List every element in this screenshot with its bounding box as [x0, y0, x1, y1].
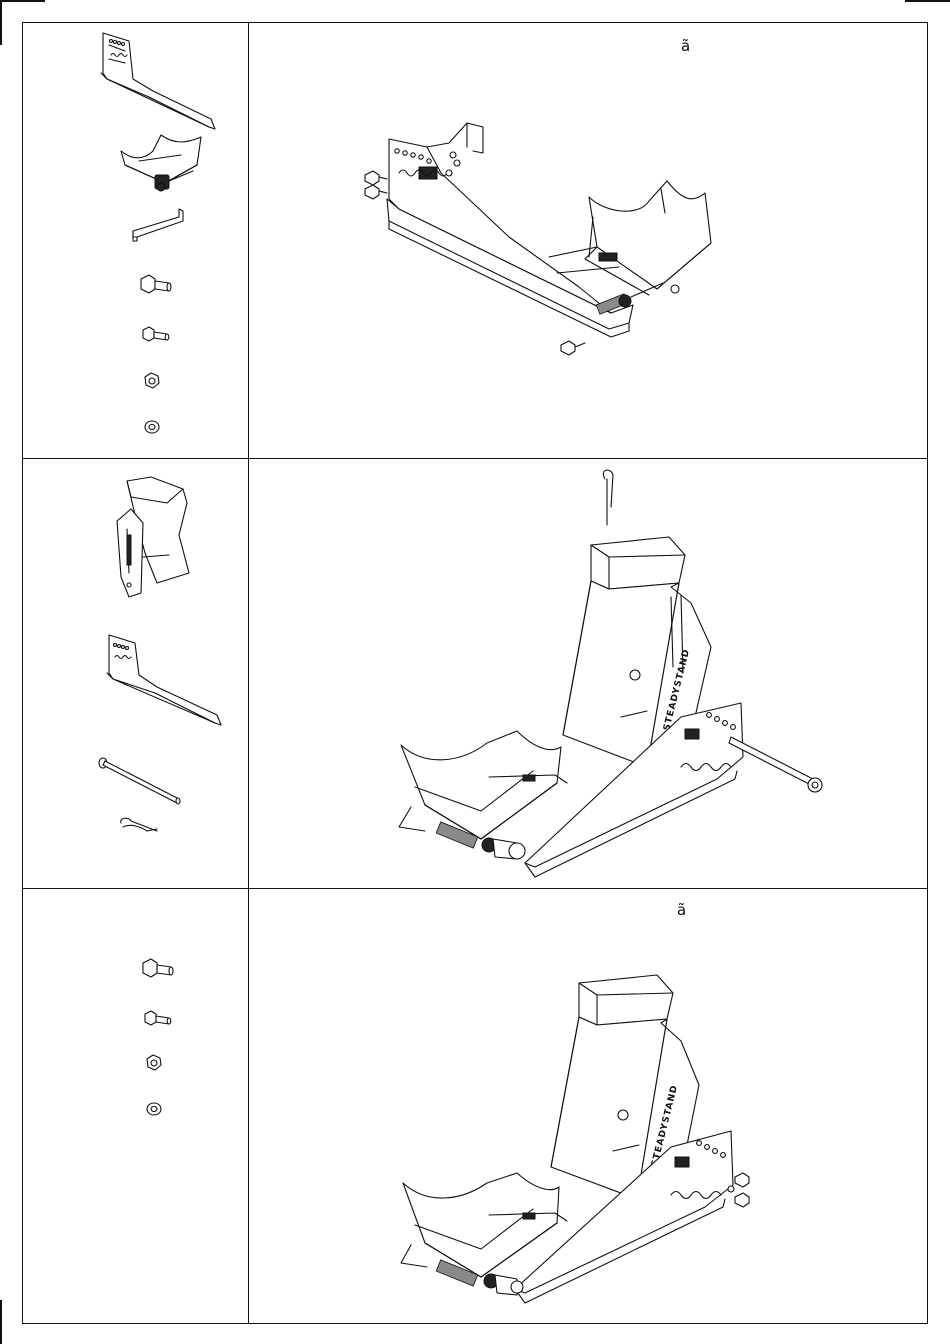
step-2-parts-list [23, 459, 249, 888]
step-1-marker: ã [681, 39, 690, 54]
side-rail-part [101, 631, 231, 731]
step-3-marker: ã [677, 903, 686, 918]
bolt-large-part [137, 273, 173, 299]
step-3-assembly-drawing: STEADYSTAND [399, 951, 789, 1317]
step-3-assembly: ã STEADYSTAND [249, 889, 927, 1323]
step-3-parts-list [23, 889, 249, 1323]
step-1-row: ã [23, 23, 927, 459]
bolt-large-part [139, 957, 175, 983]
step-2-row: STEADYSTAND [23, 459, 927, 889]
step-2-assembly-drawing: STEADYSTAND [385, 467, 845, 887]
wheel-cradle-part [103, 131, 213, 203]
side-rail-part [93, 29, 223, 129]
crop-mark-top-right [905, 0, 950, 2]
washer-part [142, 417, 162, 437]
nut-part [143, 1053, 165, 1073]
crop-mark-bottom-left [0, 1300, 2, 1344]
r-clip-part [117, 815, 161, 837]
crop-mark-top-left [0, 0, 2, 45]
step-1-parts-list [23, 23, 249, 458]
crop-mark-top-left-h [0, 0, 45, 2]
bolt-small-part [141, 1009, 173, 1031]
step-2-assembly: STEADYSTAND [249, 459, 927, 888]
assembly-instruction-sheet: ã [22, 22, 928, 1324]
bracket-part [127, 207, 187, 245]
step-1-assembly-drawing [349, 117, 749, 347]
nut-part [141, 371, 163, 391]
step-1-assembly: ã [249, 23, 927, 458]
bolt-small-part [139, 325, 171, 347]
wheel-chock-frame-part [107, 473, 197, 603]
step-3-row: ã STEADYSTAND [23, 889, 927, 1323]
washer-part [144, 1099, 164, 1119]
axle-rod-part [95, 755, 185, 811]
